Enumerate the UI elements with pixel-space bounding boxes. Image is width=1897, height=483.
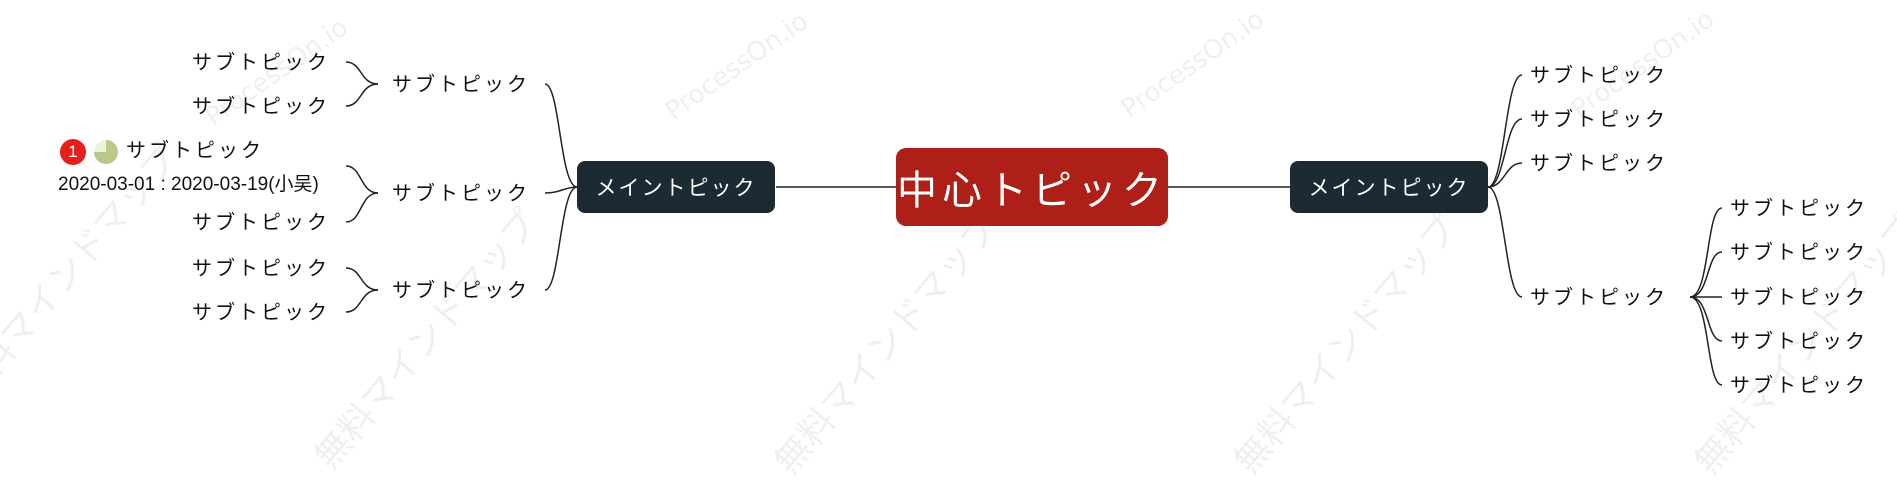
subtopic[interactable]: サブトピック: [1530, 107, 1668, 131]
connector-left-sub3: [544, 186, 578, 291]
subtopic[interactable]: サブトピック: [192, 50, 330, 74]
priority-badge: 1: [60, 139, 86, 165]
connector-group1-b: [345, 83, 379, 107]
connector-group3-a: [345, 267, 379, 291]
subtopic[interactable]: サブトピック: [1730, 196, 1868, 220]
subtopic[interactable]: サブトピック: [1530, 285, 1668, 309]
subtopic[interactable]: サブトピック: [392, 72, 530, 96]
connector-group1-a: [345, 61, 379, 85]
connector-right-sub2: [1487, 118, 1523, 188]
connector-left-sub1: [544, 83, 578, 188]
connector-group3-b: [345, 289, 379, 313]
connector-group2-b: [345, 192, 379, 223]
subtopic[interactable]: サブトピック: [1530, 151, 1668, 175]
subtopic[interactable]: サブトピック: [192, 94, 330, 118]
mindmap-connectors: [345, 61, 1723, 386]
progress-pie-icon: [94, 140, 118, 164]
connector-group4-e: [1689, 296, 1723, 386]
subtopic[interactable]: サブトピック: [392, 181, 530, 205]
subtopic[interactable]: サブトピック: [1730, 240, 1868, 264]
subtopic-task[interactable]: サブトピック: [126, 138, 264, 162]
task-date-range: 2020-03-01 : 2020-03-19(小吴): [58, 174, 319, 195]
subtopic[interactable]: サブトピック: [1730, 373, 1868, 397]
connector-right-sub4: [1487, 186, 1523, 298]
subtopic[interactable]: サブトピック: [1730, 329, 1868, 353]
connector-group4-a: [1689, 207, 1723, 298]
connector-right-sub3: [1487, 162, 1523, 188]
subtopic[interactable]: サブトピック: [1530, 63, 1668, 87]
subtopic[interactable]: サブトピック: [392, 278, 530, 302]
subtopic[interactable]: サブトピック: [192, 256, 330, 280]
subtopic[interactable]: サブトピック: [1730, 285, 1868, 309]
connector-right-sub1: [1487, 74, 1523, 188]
center-topic[interactable]: 中心トピック: [896, 148, 1168, 226]
connector-group4-b: [1689, 251, 1723, 298]
main-topic-left[interactable]: メイントピック: [577, 161, 775, 213]
main-topic-right[interactable]: メイントピック: [1290, 161, 1488, 213]
subtopic[interactable]: サブトピック: [192, 300, 330, 324]
subtopic[interactable]: サブトピック: [192, 210, 330, 234]
connector-group2-a: [345, 165, 379, 194]
